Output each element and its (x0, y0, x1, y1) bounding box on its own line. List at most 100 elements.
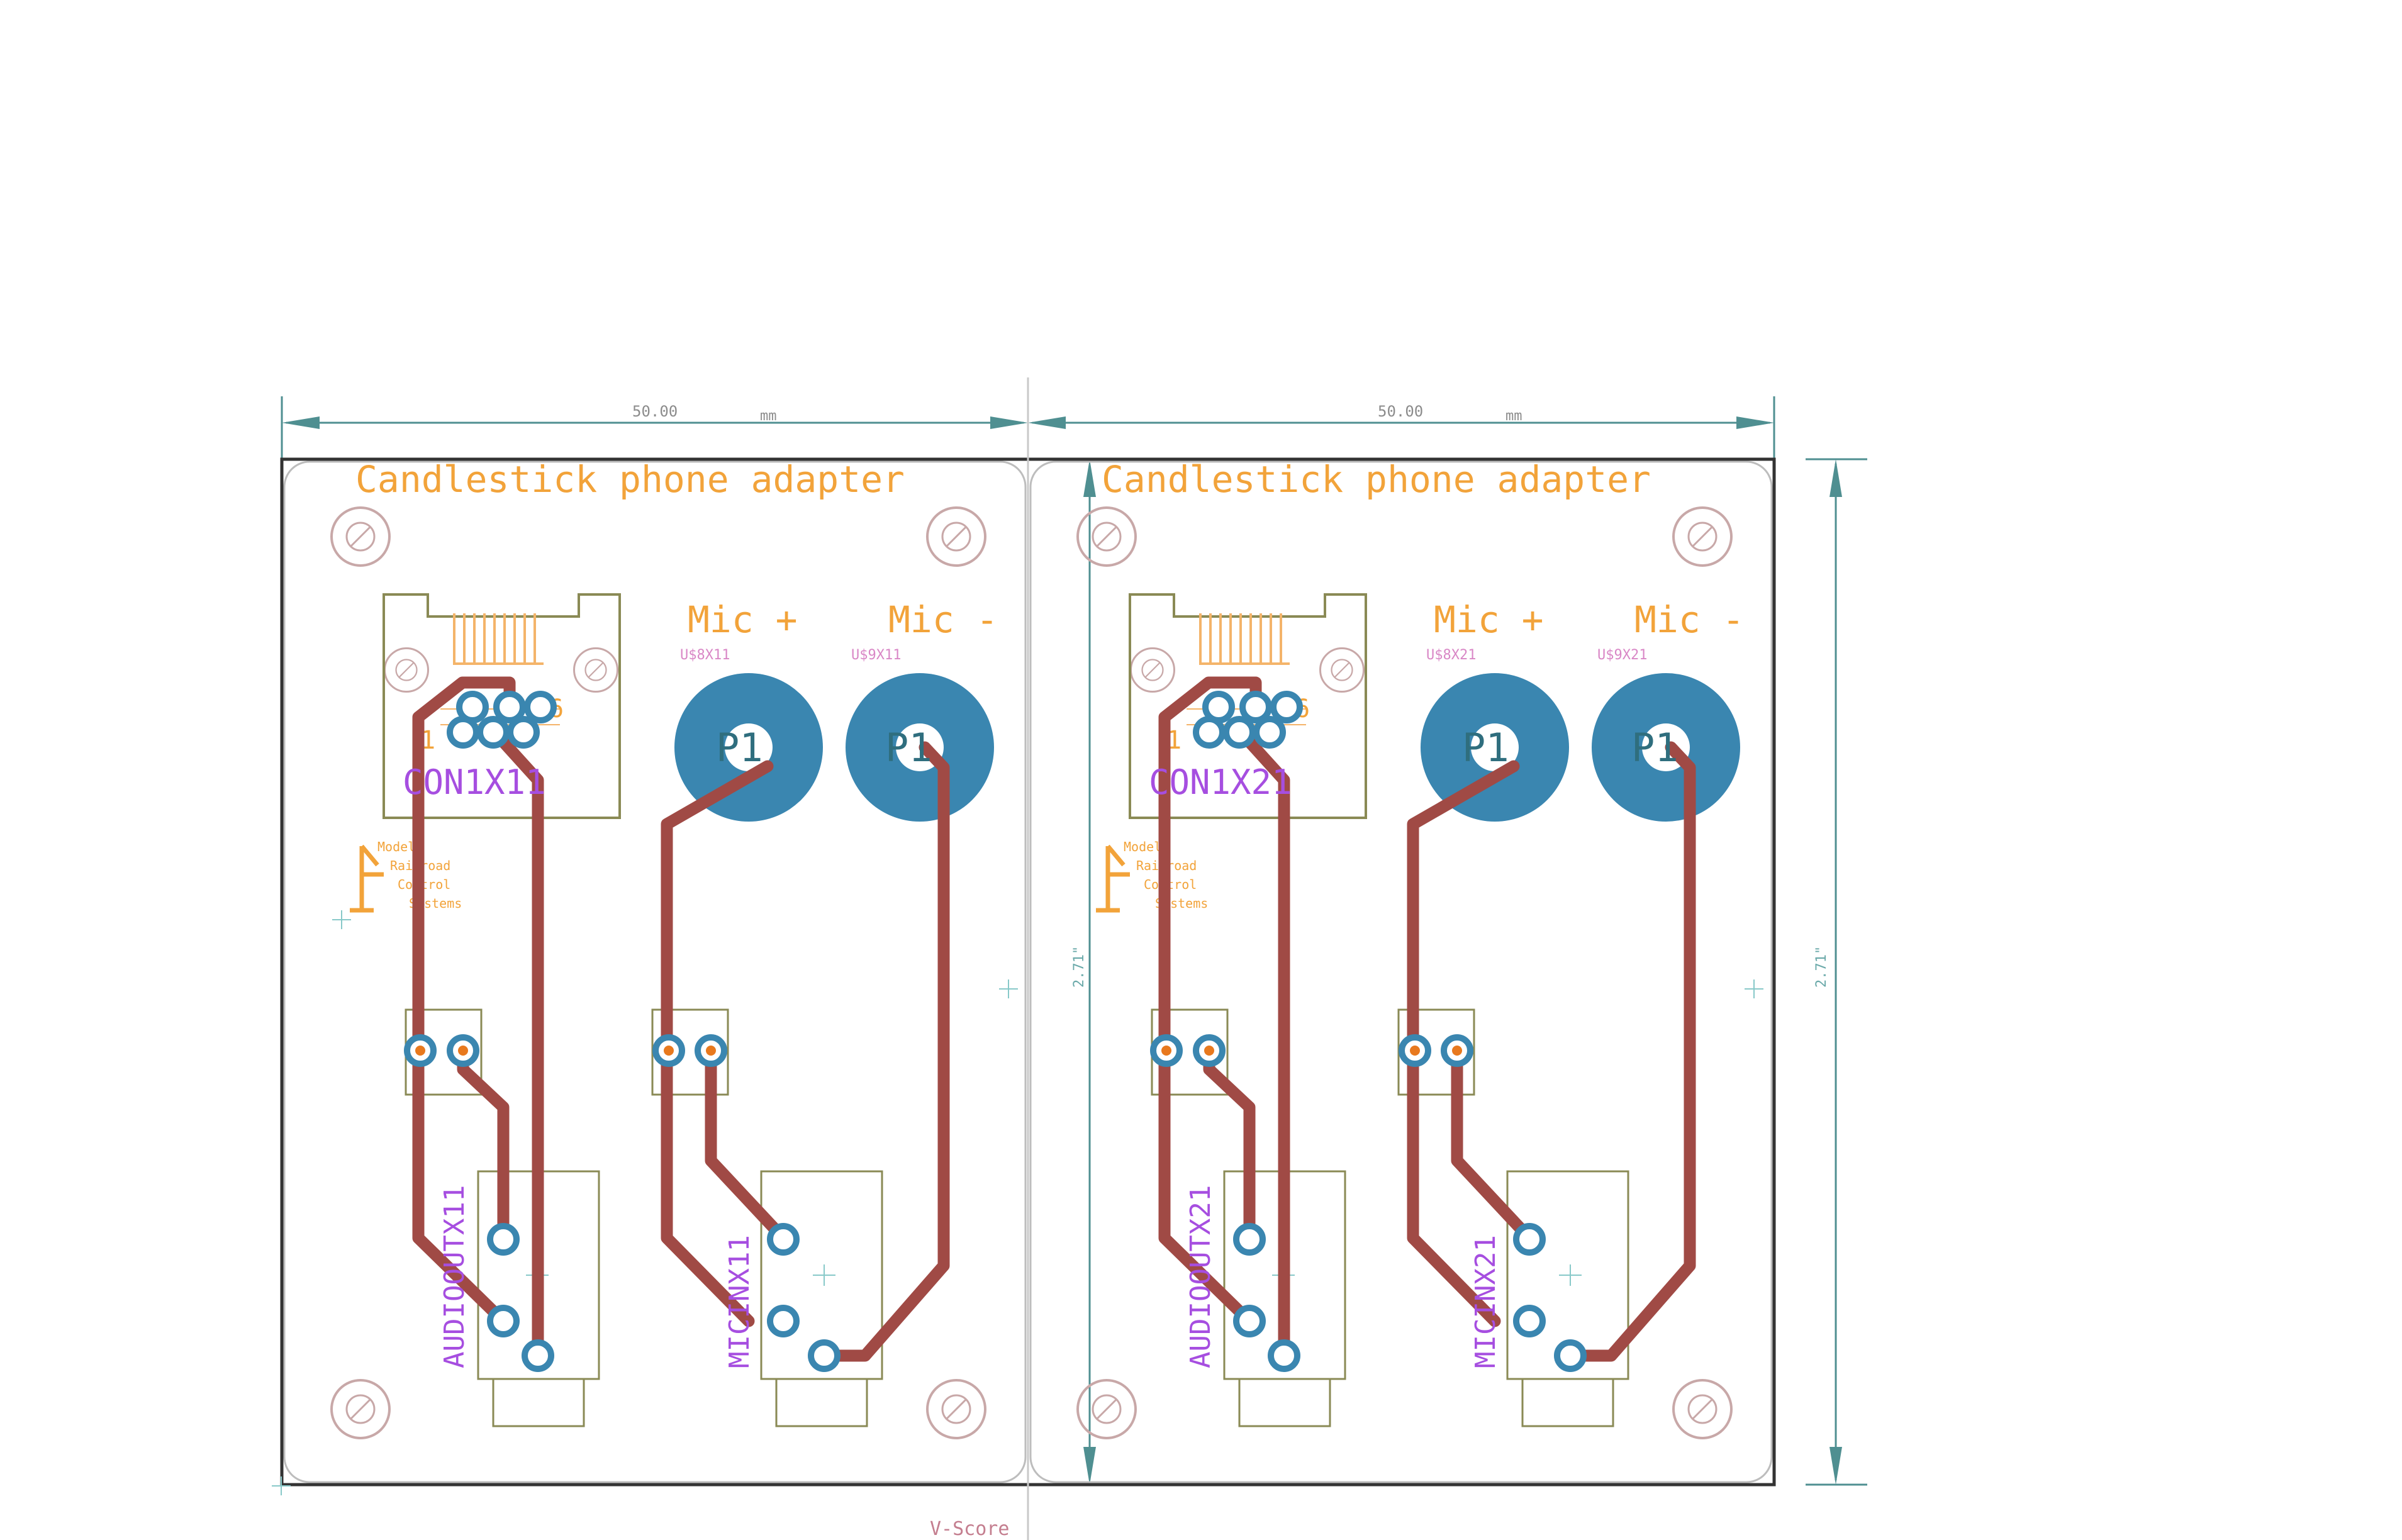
mounting-hole (1672, 506, 1733, 567)
mounting-hole (926, 1379, 986, 1439)
mounting-hole (330, 506, 391, 567)
through-hole-pad (770, 1226, 796, 1253)
pad-drill (706, 1046, 716, 1056)
pad-drill (1410, 1046, 1420, 1056)
u9-label: U$9X21 (1597, 647, 1647, 663)
component-outline (1397, 1008, 1475, 1096)
jack-center-mark (813, 1264, 835, 1286)
mic-jack-barrel (1521, 1378, 1614, 1427)
through-hole-pad (1196, 719, 1222, 745)
connector-outline (383, 593, 621, 819)
mic-minus-label: Mic - (1634, 598, 1745, 641)
dim-top-right-value: 50.00 (1378, 403, 1423, 420)
copper-trace (1158, 1044, 1256, 1327)
u8-label: U$8X21 (1426, 647, 1476, 663)
audio-out-label: AUDIOOUTX21 (1185, 1185, 1217, 1368)
mid-dimension: 2.71" (1071, 459, 1096, 1485)
logo-text-line: Model (1124, 839, 1161, 854)
pad2-label: P1 (885, 725, 932, 771)
copper-trace (1451, 1044, 1536, 1244)
audio-out-label: AUDIOOUTX11 (439, 1185, 471, 1368)
through-hole-pad (1273, 694, 1300, 720)
dim-right-vertical: 2.71" (1814, 946, 1829, 988)
pad-drill (415, 1046, 425, 1056)
pad1-label: P1 (716, 725, 763, 771)
mic-jack-barrel (775, 1378, 868, 1427)
copper-trace (1229, 720, 1290, 1362)
pad-drill (458, 1046, 468, 1056)
pad-drill (664, 1046, 674, 1056)
board-outline-right (1029, 460, 1773, 1483)
jack-center-mark (1559, 1264, 1582, 1286)
top-dimension-right: 50.00 mm (1027, 396, 1775, 459)
mounting-hole (384, 647, 429, 693)
board-title: Candlestick phone adapter (355, 458, 905, 501)
component-outline (651, 1008, 729, 1096)
dim-top-right-unit: mm (1505, 408, 1522, 424)
pad-drill (1161, 1046, 1171, 1056)
through-hole-pad (527, 694, 554, 720)
connector-outline (1129, 593, 1367, 819)
mic-in-label: MICINX21 (1470, 1235, 1502, 1368)
u8-label: U$8X11 (680, 647, 730, 663)
pad-drill (1452, 1046, 1462, 1056)
through-hole-pad (1243, 694, 1269, 720)
dim-top-left-value: 50.00 (632, 403, 678, 420)
through-hole-pad (1256, 719, 1283, 745)
mounting-hole (926, 506, 986, 567)
copper-trace (1564, 741, 1696, 1362)
crosshair-marks (272, 910, 1763, 1495)
connector-label: CON1X11 (403, 762, 546, 802)
through-hole-pad (490, 1226, 517, 1253)
copper-trace (661, 760, 774, 1327)
pad1-label: P1 (1462, 725, 1509, 771)
copper-trace (818, 741, 950, 1362)
board-title: Candlestick phone adapter (1102, 458, 1651, 501)
through-hole-pad (510, 719, 537, 745)
u9-label: U$9X11 (851, 647, 901, 663)
through-hole-pad (1516, 1308, 1543, 1334)
through-hole-pad (496, 694, 523, 720)
board-outline-left (283, 460, 1027, 1483)
top-dimension-left: 50.00 mm (281, 396, 1029, 459)
pad-drill (1204, 1046, 1214, 1056)
mounting-hole (1672, 1379, 1733, 1439)
through-hole-pad (490, 1308, 517, 1334)
through-hole-pad (811, 1342, 837, 1369)
through-hole-pad (1271, 1342, 1297, 1369)
through-hole-pad (450, 719, 476, 745)
connector-label: CON1X21 (1149, 762, 1292, 802)
copper-trace (412, 1044, 510, 1327)
through-hole-pad (1557, 1342, 1584, 1369)
pad-hole (725, 723, 773, 771)
audio-jack-barrel (492, 1378, 585, 1427)
through-hole-pad (480, 719, 506, 745)
mounting-hole (1076, 506, 1137, 567)
through-hole-pad (1236, 1226, 1263, 1253)
audio-jack-barrel (1238, 1378, 1331, 1427)
logo-text-line: Model (377, 839, 415, 854)
dim-mid-vertical: 2.71" (1071, 946, 1087, 988)
mic-plus-label: Mic + (688, 598, 798, 641)
mic-minus-label: Mic - (888, 598, 998, 641)
mic-plus-label: Mic + (1434, 598, 1544, 641)
through-hole-pad (1226, 719, 1253, 745)
through-hole-pad (525, 1342, 551, 1369)
copper-trace (1407, 760, 1520, 1327)
through-hole-pad (1516, 1226, 1543, 1253)
copper-trace (483, 720, 544, 1362)
through-hole-pad (1236, 1308, 1263, 1334)
mounting-hole (1130, 647, 1175, 693)
mounting-hole (330, 1379, 391, 1439)
mounting-hole (1076, 1379, 1137, 1439)
dim-top-left-unit: mm (760, 408, 777, 424)
mounting-hole (573, 647, 618, 693)
pad-hole (1471, 723, 1519, 771)
vscore-label: V-Score (930, 1518, 1009, 1540)
copper-trace (705, 1044, 790, 1244)
